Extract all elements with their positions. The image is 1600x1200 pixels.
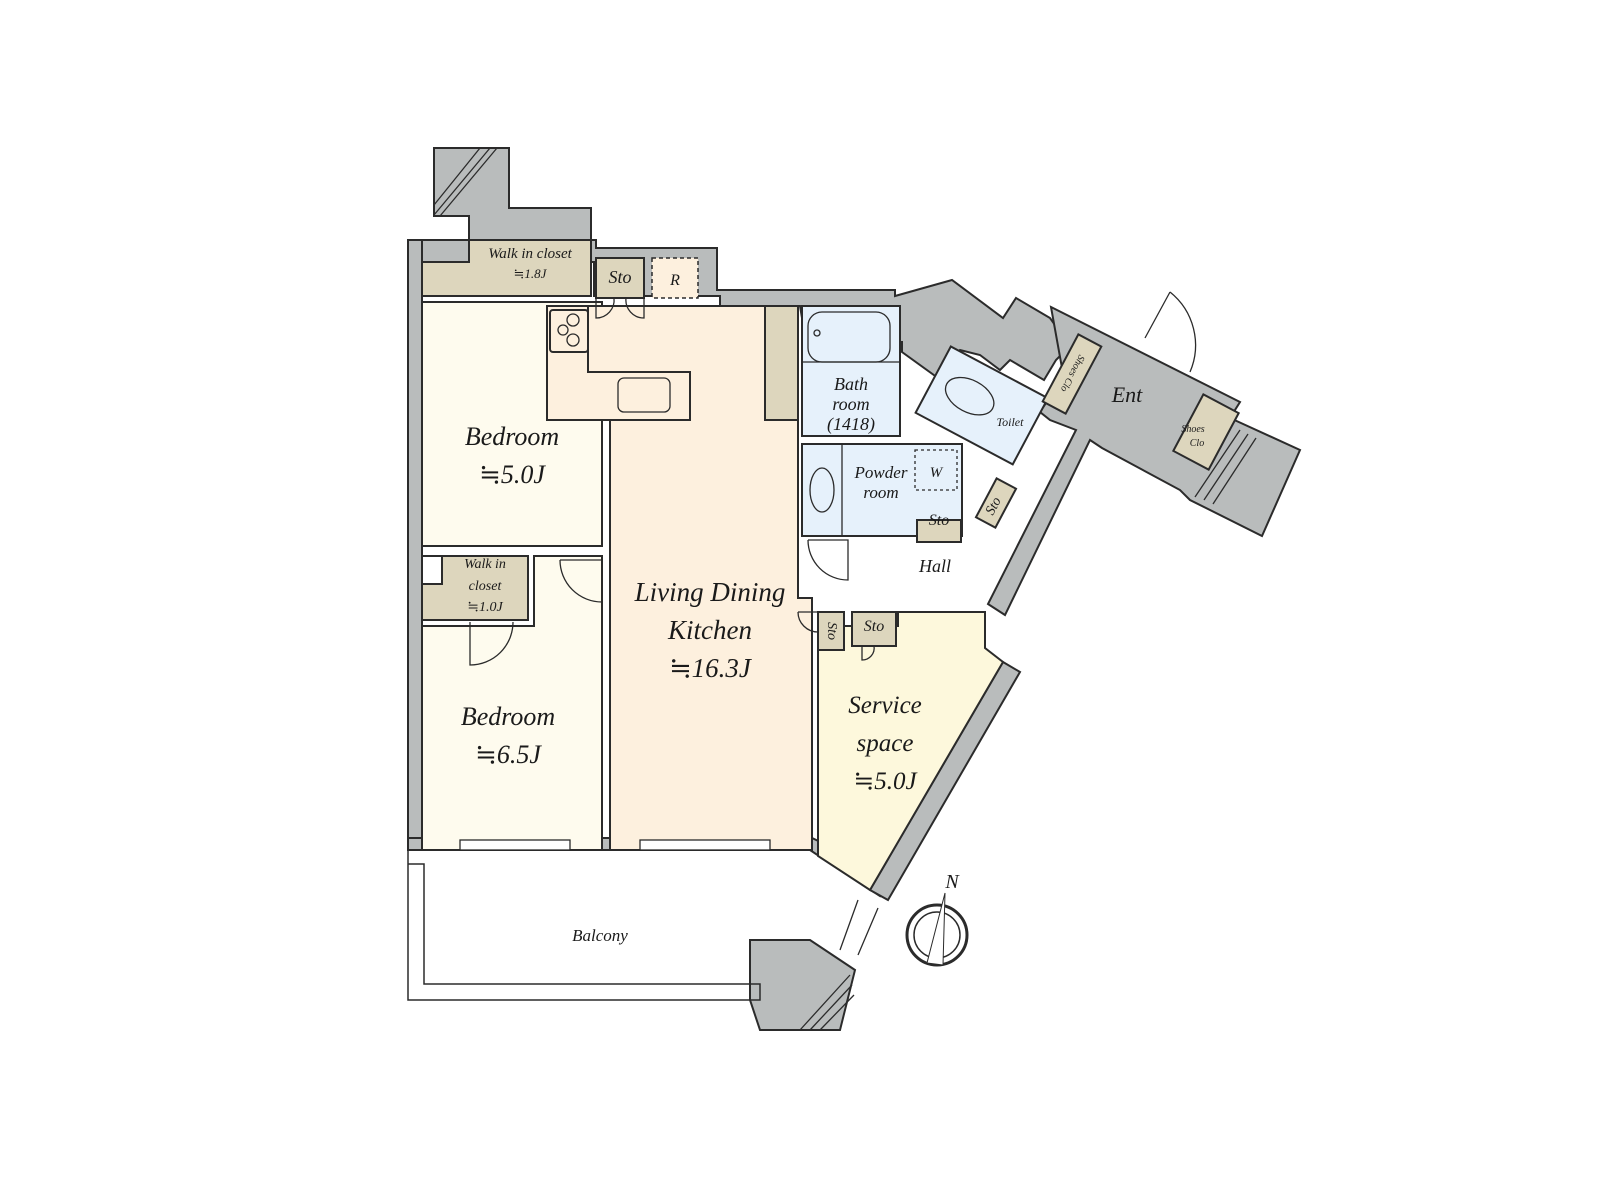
room-bedroom-2: [421, 555, 603, 851]
label-bathroom-l1: Bath: [834, 374, 868, 394]
room-toilet: [914, 345, 1050, 466]
pillar-hatch-bottom: [799, 974, 855, 1031]
label-walk-in-closet-1-area: ≒1.8J: [514, 266, 548, 281]
door-sto-service: [861, 645, 875, 661]
drain-icon: [813, 329, 821, 337]
label-balcony: Balcony: [572, 926, 628, 945]
room-service-space: [817, 611, 1005, 892]
balcony-railing: [407, 850, 761, 1001]
label-service-space-area: ≒5.0J: [853, 768, 918, 795]
label-sto-ldk: Sto: [824, 622, 839, 640]
compass-rose: [905, 892, 969, 967]
label-refrigerator: R: [669, 272, 680, 289]
label-powder-room-l1: Powder: [854, 463, 908, 482]
door-sto-top-2: [625, 297, 645, 319]
label-ldk-l2: Kitchen: [667, 615, 752, 645]
label-shoes-closet-2-l2: Clo: [1190, 438, 1204, 449]
label-sto-powder: Sto: [929, 512, 949, 529]
door-entrance: [1169, 291, 1197, 373]
burner-icon: [557, 324, 569, 336]
room-sto-hall: [974, 477, 1018, 529]
label-sto-top: Sto: [608, 267, 631, 287]
toilet-bowl-icon: [944, 376, 995, 416]
door-bedroom-2: [559, 559, 603, 603]
room-shoes-closet-1: [1041, 332, 1103, 416]
storage-ldk-right: [764, 305, 799, 421]
label-walk-in-closet-2-area: ≒1.0J: [467, 600, 503, 615]
label-bedroom-2: Bedroom: [461, 702, 555, 731]
burner-icon: [566, 333, 580, 347]
door-sto-ldk: [797, 611, 819, 633]
label-washer: W: [930, 465, 944, 481]
label-sto-hall: Sto: [983, 495, 1005, 518]
closet-notch: [421, 555, 443, 585]
room-bathroom: [801, 305, 901, 437]
label-entrance: Ent: [1111, 382, 1143, 407]
refrigerator-space: [651, 257, 699, 299]
label-toilet: Toilet: [997, 415, 1025, 429]
pillar-bottom: [749, 939, 857, 1031]
label-ldk-l1: Living Dining: [634, 577, 786, 607]
label-hall: Hall: [918, 556, 951, 576]
sink-icon: [617, 377, 671, 413]
label-compass-north: N: [944, 871, 960, 893]
balcony-side-rail: [839, 899, 879, 956]
label-bathroom-size: (1418): [827, 414, 875, 435]
label-sto-service: Sto: [864, 618, 884, 635]
door-entrance-leaf: [1144, 291, 1171, 339]
room-shoes-closet-2: [1171, 393, 1241, 471]
windows-bottom: [459, 839, 771, 851]
pillar-hatch-right: [1194, 429, 1257, 505]
label-bedroom-2-area: ≒6.5J: [475, 740, 542, 769]
door-sto-top: [595, 297, 615, 319]
door-powder: [807, 539, 849, 581]
room-sto-service: [851, 611, 897, 647]
label-walk-in-closet-2-l2: closet: [469, 579, 503, 594]
label-ldk-area: ≒16.3J: [669, 653, 753, 683]
wall-left: [407, 239, 423, 851]
label-bathroom-l2: room: [832, 394, 869, 414]
label-shoes-closet-2-l1: Shoes: [1181, 424, 1204, 435]
pillar-hatch-top: [433, 147, 498, 217]
washbasin-icon: [809, 467, 835, 513]
burner-icon: [566, 313, 580, 327]
label-bedroom-1: Bedroom: [465, 422, 559, 451]
room-sto-powder: [916, 519, 962, 543]
label-powder-room-l2: room: [863, 483, 898, 502]
room-sto-top: [595, 257, 645, 299]
room-walk-in-closet-2: [421, 555, 529, 621]
doors: [469, 291, 1197, 666]
label-walk-in-closet-2-l1: Walk in: [464, 557, 506, 572]
door-closet-2: [469, 621, 514, 666]
room-walk-in-closet-1: [421, 239, 592, 297]
label-bedroom-1-area: ≒5.0J: [479, 460, 546, 489]
label-walk-in-closet-1: Walk in closet: [488, 246, 572, 262]
label-service-space-l1: Service: [848, 692, 922, 719]
washer-space: [914, 449, 958, 491]
label-service-space-l2: space: [857, 730, 914, 757]
